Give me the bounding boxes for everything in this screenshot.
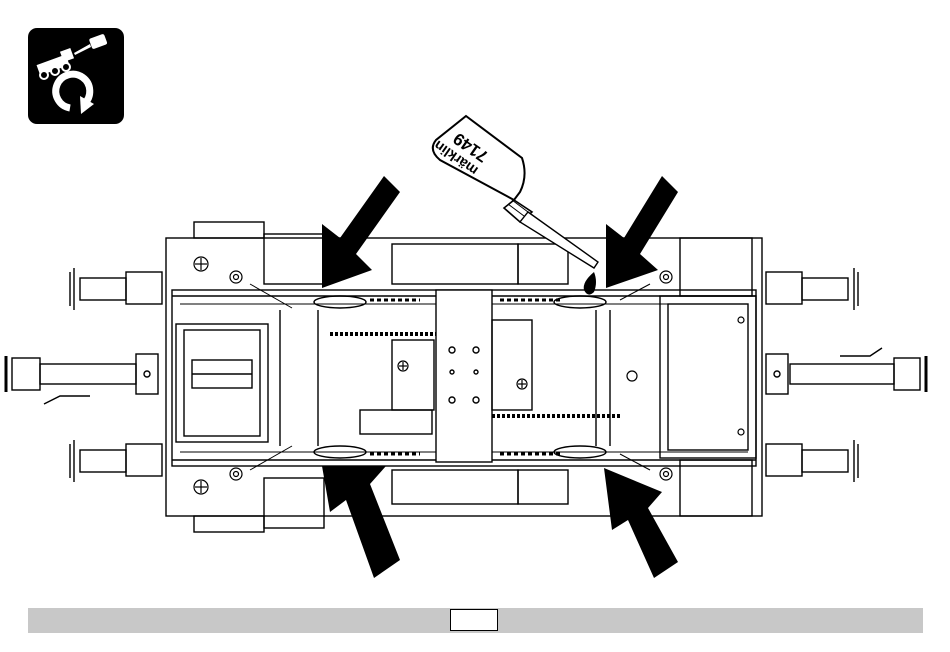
locomotive-chassis bbox=[6, 222, 926, 532]
callout-arrow-bottom-right bbox=[604, 468, 678, 578]
callout-arrow-top-left bbox=[322, 176, 400, 288]
maintenance-lubrication-icon bbox=[28, 28, 124, 124]
page-number-box bbox=[450, 609, 498, 631]
callout-arrows bbox=[322, 176, 678, 578]
callout-arrow-bottom-left bbox=[322, 466, 400, 578]
